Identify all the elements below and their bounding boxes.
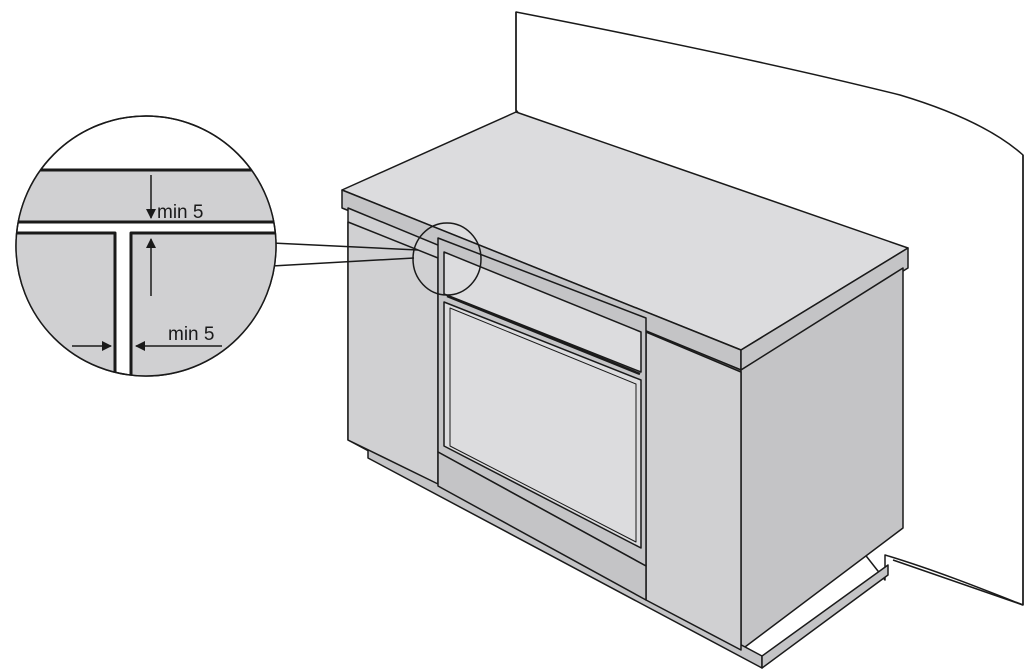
oven-control-panel [443,251,642,373]
oven-plinth [437,451,647,601]
leader-line-top [271,242,419,251]
plinth-side [761,564,889,669]
oven-handle-line [446,294,641,376]
side-gap-label: min 5 [168,324,214,345]
right-cabinet-door [645,331,742,651]
top-gap-label: min 5 [157,202,203,223]
detail-marker-circle [412,222,482,296]
detail-cabinet-side [16,232,116,376]
leader-line-bottom [271,257,415,267]
wall-bottom-edge [892,559,1024,606]
oven-door-inner-line [449,307,637,543]
detail-oven [130,232,276,376]
detail-worktop [16,169,276,223]
worktop-right-edge [740,247,909,371]
oven-door [443,301,642,549]
